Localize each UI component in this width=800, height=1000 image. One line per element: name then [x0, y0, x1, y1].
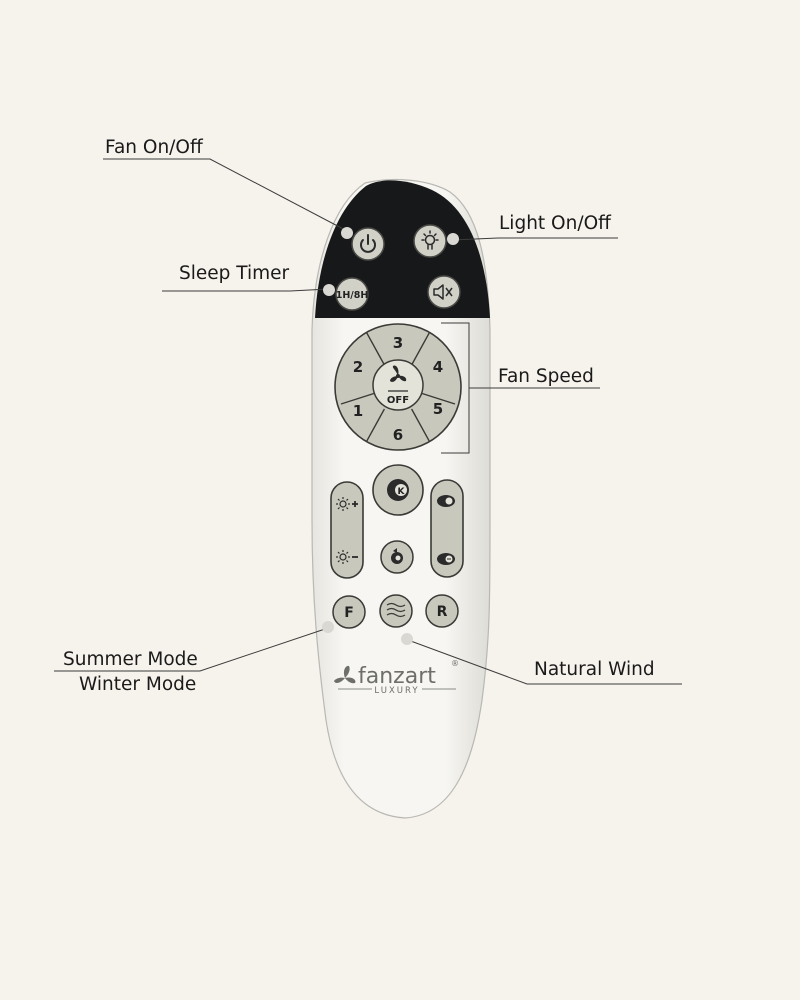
power-button[interactable] [351, 227, 385, 261]
brand-name: fanzart [358, 664, 436, 689]
sleep-timer-dot [323, 284, 335, 296]
callout-lines [54, 158, 682, 685]
color-warm-button[interactable] [437, 495, 455, 507]
wind-waves-icon [386, 602, 406, 618]
natural-wind-line [407, 639, 682, 685]
light-bulb-icon [421, 230, 439, 250]
sun-minus-icon [336, 550, 358, 564]
light-on-off-dot [447, 233, 459, 245]
mute-button[interactable] [427, 275, 461, 309]
speed-3-button[interactable]: 3 [393, 334, 403, 352]
sleep-timer-label: Sleep Timer [179, 263, 290, 284]
fan-speed-label: Fan Speed [498, 366, 594, 387]
speed-1-button[interactable]: 1 [353, 402, 363, 420]
light-on-off-label: Light On/Off [499, 213, 611, 234]
k-button[interactable]: K [372, 464, 424, 516]
winter-mode-label: Winter Mode [79, 674, 197, 695]
sleep-timer-button[interactable]: 1H/8H [335, 277, 369, 311]
color-warm-icon [437, 495, 455, 507]
callout-dots [322, 227, 459, 645]
light-button[interactable] [413, 224, 447, 258]
speed-2-label: 2 [353, 358, 363, 376]
brand-mark: ® [451, 659, 459, 668]
natural-wind-label: Natural Wind [534, 659, 655, 680]
timer-label: 1H/8H [336, 290, 369, 301]
speed-5-button[interactable]: 5 [433, 400, 443, 418]
color-cool-icon [437, 553, 455, 565]
k-label: K [398, 487, 406, 497]
sun-plus-icon [336, 497, 358, 511]
speed-1-label: 1 [353, 402, 363, 420]
timer-icon [391, 548, 403, 564]
fan-on-off-line [103, 158, 350, 233]
light-on-off-line [451, 237, 618, 241]
timer-button[interactable] [380, 540, 414, 574]
speaker-mute-icon [433, 284, 453, 300]
speed-4-button[interactable]: 4 [433, 358, 443, 376]
color-cool-button[interactable] [437, 553, 455, 565]
brand-logo: fanzart ® LUXURY [334, 659, 459, 696]
fan-on-off-dot [341, 227, 353, 239]
summer-mode-label: Summer Mode [63, 649, 198, 670]
natural-wind-dot [401, 633, 413, 645]
fan-on-off-label: Fan On/Off [105, 137, 203, 158]
power-icon [360, 234, 376, 253]
sleep-timer-line [162, 288, 330, 292]
brightness-down-button[interactable] [336, 550, 358, 564]
brand-sub: LUXURY [374, 686, 419, 696]
reverse-button[interactable]: R [425, 594, 459, 628]
speed-6-label: 6 [393, 426, 403, 444]
brightness-rocker [330, 481, 364, 579]
speed-3-label: 3 [393, 334, 403, 352]
fan-logo-icon [334, 665, 356, 684]
speed-4-label: 4 [433, 358, 443, 376]
summer-mode-dot [322, 621, 334, 633]
fan-off-button[interactable]: OFF [372, 359, 424, 411]
f-label: F [344, 605, 354, 621]
speed-6-button[interactable]: 6 [393, 426, 403, 444]
speed-2-button[interactable]: 2 [353, 358, 363, 376]
brightness-up-button[interactable] [336, 497, 358, 511]
r-label: R [437, 604, 448, 620]
fan-off-label: OFF [387, 395, 409, 406]
natural-wind-button[interactable] [379, 594, 413, 628]
summer-winter-mode-button[interactable]: F [332, 595, 366, 629]
fan-icon [390, 365, 407, 382]
summer-mode-line [54, 627, 329, 672]
speed-5-label: 5 [433, 400, 443, 418]
